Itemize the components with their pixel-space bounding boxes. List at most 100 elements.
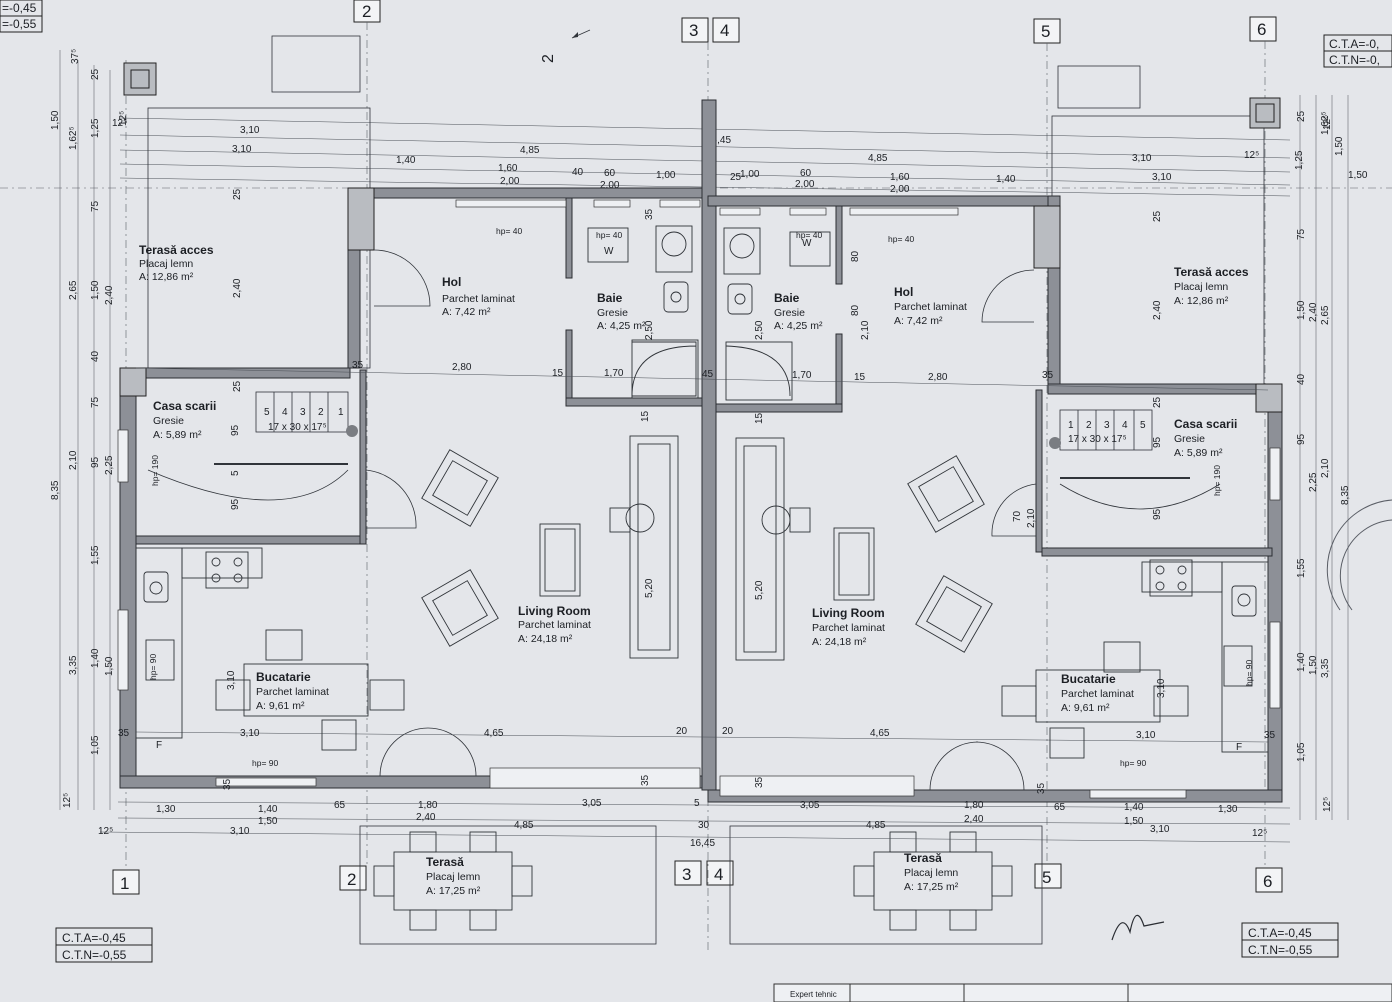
svg-text:1,60: 1,60 [498,163,518,174]
svg-text:1,80: 1,80 [964,800,984,811]
stairs-left-steps: 1 2 3 4 5 17 x 30 x 17⁵ [264,407,344,433]
svg-text:Bucatarie: Bucatarie [256,670,311,684]
svg-text:16,45: 16,45 [690,838,715,849]
terrace-table-left [373,831,533,931]
svg-text:12⁵: 12⁵ [1252,828,1267,839]
svg-text:2,10: 2,10 [860,320,871,340]
svg-text:1,25: 1,25 [1294,150,1305,170]
stamp [1326,499,1392,611]
svg-text:3,10: 3,10 [1152,172,1172,183]
elevation-top-right: C.T.A=-0, C.T.N=-0, [1323,34,1392,68]
svg-text:A: 5,89 m²: A: 5,89 m² [1174,447,1223,459]
svg-text:35: 35 [1264,730,1276,741]
svg-text:80: 80 [850,304,861,316]
svg-text:hp= 190: hp= 190 [1212,465,1222,496]
axis-bottom-4: 4 [714,865,723,884]
dims-bottom-row1: 1,30 1,40 65 1,80 3,05 5 3,05 1,80 65 1,… [156,798,1238,815]
svg-text:95: 95 [1152,508,1163,520]
svg-text:40: 40 [1296,373,1307,385]
svg-text:40: 40 [90,350,101,362]
elevation-top-left: =-0,45 =-0,55 [0,0,43,33]
axis-top-2: 2 [362,2,371,21]
svg-text:1,55: 1,55 [90,545,101,565]
svg-text:3,10: 3,10 [240,125,260,136]
svg-text:75: 75 [90,200,101,212]
dim-top-row4: 2,00 2,00 2,00 2,00 [500,176,910,195]
room-label-terasa-right: Terasă Placaj lemn A: 17,25 m² [904,851,959,893]
svg-text:hp= 90: hp= 90 [1244,659,1254,686]
svg-text:Gresie: Gresie [1174,433,1205,445]
svg-text:2,80: 2,80 [452,362,472,373]
windows [117,199,1281,799]
dim-top-overall: 16,45 [706,135,731,146]
svg-text:2: 2 [318,407,324,418]
svg-text:3,05: 3,05 [582,798,602,809]
chimney-left [123,62,157,96]
svg-text:35: 35 [1036,782,1047,794]
svg-text:12⁵: 12⁵ [62,793,73,808]
svg-text:25: 25 [232,188,243,200]
svg-text:A: 12,86 m²: A: 12,86 m² [1174,295,1229,307]
svg-text:Terasă: Terasă [904,851,942,865]
svg-text:3,10: 3,10 [232,144,252,155]
kitchen-furniture-right [1001,559,1269,759]
svg-text:F: F [156,740,162,751]
svg-text:35: 35 [640,774,651,786]
svg-text:1,70: 1,70 [604,368,624,379]
svg-text:3,10: 3,10 [240,728,260,739]
axis-markers-top: 2 3 4 5 6 [353,0,1277,44]
svg-text:95: 95 [230,424,241,436]
svg-text:4,85: 4,85 [866,820,886,831]
svg-text:2,00: 2,00 [600,180,620,191]
svg-text:2,40: 2,40 [232,278,243,298]
room-label-terasa-acces-right: Terasă acces Placaj lemn A: 12,86 m² [1174,265,1249,307]
svg-text:3,10: 3,10 [1136,730,1156,741]
svg-text:1,40: 1,40 [258,804,278,815]
svg-text:hp= 40: hp= 40 [796,230,823,240]
svg-text:1,60: 1,60 [890,172,910,183]
svg-text:C.T.N=-0,55: C.T.N=-0,55 [1248,943,1313,957]
svg-text:Terasă acces: Terasă acces [1174,265,1249,279]
room-label-baie-right: Baie Gresie A: 4,25 m² [774,291,823,332]
svg-text:1,62⁵: 1,62⁵ [68,126,79,150]
svg-text:65: 65 [334,800,346,811]
svg-text:35: 35 [222,778,233,790]
svg-text:15: 15 [640,410,651,422]
svg-text:4,65: 4,65 [870,728,890,739]
svg-text:hp= 40: hp= 40 [496,226,523,236]
svg-text:Gresie: Gresie [774,307,805,319]
svg-text:5: 5 [694,798,700,809]
svg-text:A: 12,86 m²: A: 12,86 m² [139,271,194,283]
svg-text:A: 9,61 m²: A: 9,61 m² [256,700,305,712]
axis-top-4: 4 [720,21,729,40]
svg-text:1,00: 1,00 [740,169,760,180]
svg-text:C.T.N=-0,55: C.T.N=-0,55 [62,948,127,962]
svg-text:1,50: 1,50 [104,656,115,676]
svg-text:=-0,45: =-0,45 [2,1,37,15]
bathroom-fixtures-right [723,227,831,401]
north-arrow: 2 [540,29,591,63]
dimension-lines-side [59,50,1349,820]
svg-text:3,35: 3,35 [68,655,79,675]
dims-bottom-row2: 1,50 2,40 4,85 30 4,85 2,40 1,50 [258,812,1144,831]
svg-text:1,70: 1,70 [792,370,812,381]
svg-text:15: 15 [754,412,765,424]
svg-text:12⁵: 12⁵ [1322,797,1333,812]
svg-text:Gresie: Gresie [153,415,184,427]
svg-text:3,35: 3,35 [1320,658,1331,678]
svg-text:4,85: 4,85 [520,145,540,156]
axis-top-5: 5 [1041,22,1050,41]
elevation-bottom-left: C.T.A=-0,45 C.T.N=-0,55 [55,927,153,963]
interior-dims: 2,80 2,80 1,70 1,70 15 15 45 35 35 4,65 … [118,188,1276,794]
svg-text:2,80: 2,80 [928,372,948,383]
dims-right: 1,50 1,62⁵ 1,25 25 12⁵ 75 1,50 2,40 2,65… [1294,110,1368,812]
axis-bottom-1: 1 [120,874,129,893]
axis-bottom-3: 3 [682,865,691,884]
room-label-bucatarie-left: Bucatarie Parchet laminat A: 9,61 m² [256,670,329,712]
svg-text:95: 95 [230,498,241,510]
svg-text:2,65: 2,65 [68,280,79,300]
axis-bottom-2: 2 [347,870,356,889]
svg-text:2,00: 2,00 [795,179,815,190]
svg-text:20: 20 [722,726,734,737]
svg-text:Hol: Hol [442,275,461,289]
